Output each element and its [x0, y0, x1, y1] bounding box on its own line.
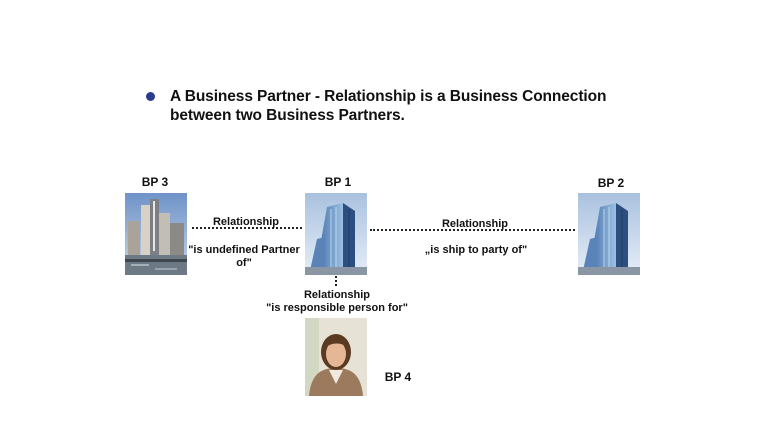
bp1-bp2-relationship-label: Relationship: [441, 218, 508, 230]
bp3-bp1-relationship-description: "is undefined Partner of": [188, 244, 300, 269]
bp1-office-tower-image: [305, 193, 367, 275]
bp3-bp1-connector: [192, 227, 302, 229]
bp4-businesswoman-photo: [305, 318, 367, 396]
bp3-city-waterfront-image: [125, 193, 187, 275]
bp4-label: BP 4: [384, 370, 412, 384]
bp1-label: BP 1: [324, 175, 352, 189]
bp3-label: BP 3: [141, 175, 169, 189]
bp3-bp1-relationship-label: Relationship: [212, 216, 279, 228]
bp1-bp2-relationship-description: „is ship to party of": [424, 244, 528, 256]
bp1-bp4-relationship-description: "is responsible person for": [266, 302, 408, 314]
intro-text: A Business Partner - Relationship is a B…: [170, 88, 607, 124]
bp1-bp4-relationship-label: Relationship: [303, 289, 370, 301]
bullet-point-icon: [146, 92, 155, 101]
bp1-bp4-connector: [335, 276, 337, 286]
bp1-bp2-connector: [370, 229, 575, 231]
bp2-label: BP 2: [597, 176, 625, 190]
bp2-office-tower-image: [578, 193, 640, 275]
